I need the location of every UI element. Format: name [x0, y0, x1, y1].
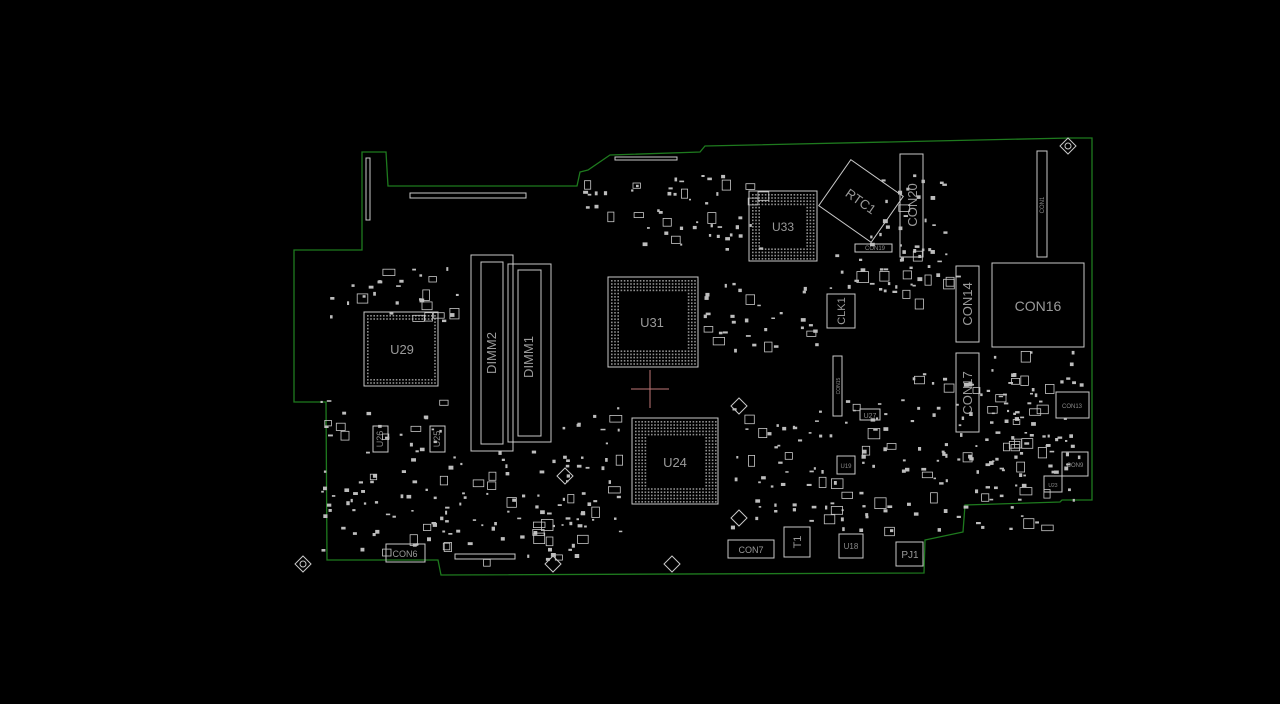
component-t1[interactable]: T1 — [783, 526, 811, 558]
ref-t1: T1 — [792, 536, 804, 549]
mounting-hole — [556, 467, 574, 485]
ref-con19: CON19 — [865, 246, 886, 252]
component-clk1[interactable]: CLK1 — [826, 293, 856, 329]
component-con6[interactable]: CON6 — [385, 543, 426, 563]
board-outline — [293, 137, 1093, 576]
ref-u24: U24 — [663, 455, 687, 470]
ref-u27: U27 — [864, 413, 877, 420]
ref-u23: U23 — [1048, 483, 1057, 489]
component-u19[interactable]: U19 — [836, 455, 856, 475]
component-con14[interactable]: CON14 — [955, 265, 980, 343]
smd-component-field — [320, 174, 1084, 567]
component-dimm1[interactable]: DIMM1 — [507, 263, 552, 443]
ref-con17: CON17 — [960, 371, 975, 414]
ref-clk1: CLK1 — [836, 297, 848, 325]
component-con9[interactable]: CON9 — [1061, 451, 1089, 477]
component-con7[interactable]: CON7 — [727, 539, 775, 559]
ref-dimm2: DIMM2 — [484, 332, 499, 374]
ref-con1: CON1 — [1040, 196, 1046, 213]
component-con13[interactable]: CON13 — [1055, 391, 1090, 419]
component-u23[interactable]: U23 — [1043, 475, 1063, 493]
ref-con15: CON15 — [836, 377, 842, 394]
ref-con7: CON7 — [738, 545, 763, 555]
component-con20[interactable]: CON20 — [899, 153, 924, 258]
mounting-hole — [294, 555, 312, 573]
ref-con9: CON9 — [1067, 463, 1084, 469]
edge-connector-top — [365, 156, 678, 560]
ref-rtc1: RTC1 — [843, 186, 879, 218]
component-con17[interactable]: CON17 — [955, 352, 980, 433]
bga-pad-array — [635, 421, 717, 503]
component-con1[interactable]: CON1 — [1036, 150, 1048, 258]
component-con15[interactable]: CON15 — [832, 355, 843, 417]
component-u18[interactable]: U18 — [838, 533, 864, 559]
mounting-hole — [730, 397, 748, 415]
component-u27[interactable]: U27 — [859, 408, 881, 421]
ref-u18: U18 — [844, 542, 859, 551]
bga-pad-array — [367, 315, 436, 384]
component-u31[interactable]: U31 — [607, 276, 699, 368]
ref-u19: U19 — [840, 464, 852, 470]
ref-u33: U33 — [772, 220, 794, 234]
component-u26[interactable]: U26 — [372, 425, 389, 453]
ref-dimm1: DIMM1 — [521, 336, 536, 378]
mounting-hole — [663, 555, 681, 573]
ref-u29: U29 — [390, 342, 414, 357]
ref-con16: CON16 — [1015, 298, 1062, 314]
bga-pad-array — [611, 280, 696, 365]
ref-con6: CON6 — [392, 549, 417, 559]
ref-con20: CON20 — [905, 183, 920, 226]
component-u24[interactable]: U24 — [631, 417, 719, 505]
component-u29[interactable]: U29 — [363, 311, 439, 387]
mounting-hole — [1059, 137, 1077, 155]
cursor-crosshair — [631, 370, 669, 408]
component-u33[interactable]: U33 — [748, 190, 818, 262]
ref-con13: CON13 — [1062, 404, 1083, 410]
component-rtc1[interactable]: RTC1 — [818, 159, 904, 243]
mounting-hole — [544, 555, 562, 573]
ref-u26: U26 — [375, 431, 385, 448]
component-dimm2[interactable]: DIMM2 — [470, 254, 514, 452]
mounting-hole — [730, 509, 748, 527]
component-pj1[interactable]: PJ1 — [895, 541, 924, 567]
component-u25[interactable]: U25 — [429, 425, 446, 453]
ref-u31: U31 — [640, 315, 664, 330]
ref-u25: U25 — [432, 431, 442, 448]
ref-pj1: PJ1 — [901, 550, 919, 561]
ref-con14: CON14 — [960, 282, 975, 325]
component-con16[interactable]: CON16 — [991, 262, 1085, 348]
